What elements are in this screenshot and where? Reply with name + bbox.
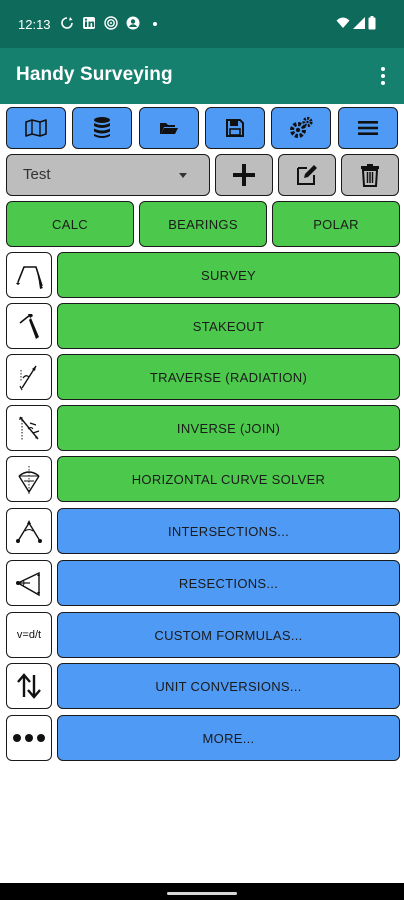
curve-icon bbox=[18, 466, 40, 494]
chevron-down-icon bbox=[179, 173, 187, 178]
survey-icon bbox=[16, 266, 43, 289]
delete-icon bbox=[361, 164, 379, 187]
project-select-value: Test bbox=[23, 166, 51, 183]
inverse-icon bbox=[19, 416, 40, 441]
more-button[interactable]: MORE... bbox=[57, 715, 400, 761]
linkedin-icon bbox=[83, 17, 95, 29]
app-title: Handy Surveying bbox=[16, 64, 173, 85]
custom-formulas-button[interactable]: CUSTOM FORMULAS... bbox=[57, 612, 400, 658]
survey-button[interactable]: SURVEY bbox=[57, 252, 400, 298]
traverse-icon-box[interactable] bbox=[6, 354, 52, 400]
bearings-button[interactable]: BEARINGS bbox=[139, 201, 267, 247]
project-select[interactable]: Test bbox=[6, 154, 210, 196]
delete-project-button[interactable] bbox=[341, 154, 399, 196]
survey-icon-box[interactable] bbox=[6, 252, 52, 298]
database-icon bbox=[94, 117, 110, 138]
traverse-button[interactable]: TRAVERSE (RADIATION) bbox=[57, 354, 400, 400]
up-down-arrows-icon bbox=[17, 673, 41, 699]
account-icon bbox=[126, 16, 140, 30]
app-bar: Handy Surveying bbox=[0, 48, 404, 104]
intersection-icon-box[interactable] bbox=[6, 508, 52, 554]
resections-button[interactable]: RESECTIONS... bbox=[57, 560, 400, 606]
stakeout-icon bbox=[19, 314, 39, 339]
intersection-icon bbox=[16, 520, 42, 543]
sync-icon bbox=[61, 17, 73, 29]
save-icon bbox=[226, 119, 244, 137]
edit-project-button[interactable] bbox=[278, 154, 336, 196]
battery-icon bbox=[368, 16, 376, 30]
inverse-button[interactable]: INVERSE (JOIN) bbox=[57, 405, 400, 451]
more-icon-box[interactable] bbox=[6, 715, 52, 761]
resection-icon-box[interactable] bbox=[6, 560, 52, 606]
stakeout-button[interactable]: STAKEOUT bbox=[57, 303, 400, 349]
map-icon bbox=[25, 119, 47, 137]
system-nav-bar bbox=[0, 883, 404, 900]
notification-dot bbox=[153, 22, 157, 26]
save-button[interactable] bbox=[205, 107, 265, 149]
database-button[interactable] bbox=[72, 107, 132, 149]
formula-icon: v=d/t bbox=[16, 629, 42, 641]
intersections-button[interactable]: INTERSECTIONS... bbox=[57, 508, 400, 554]
signal-icon bbox=[353, 17, 365, 29]
main-menu-button[interactable] bbox=[338, 107, 398, 149]
curve-icon-box[interactable] bbox=[6, 456, 52, 502]
map-button[interactable] bbox=[6, 107, 66, 149]
settings-icon bbox=[290, 116, 313, 138]
curve-solver-button[interactable]: HORIZONTAL CURVE SOLVER bbox=[57, 456, 400, 502]
wifi-icon bbox=[336, 17, 350, 28]
home-gesture-handle[interactable] bbox=[167, 892, 237, 895]
more-dots-icon bbox=[13, 734, 45, 742]
add-project-button[interactable] bbox=[215, 154, 273, 196]
inverse-icon-box[interactable] bbox=[6, 405, 52, 451]
open-button[interactable] bbox=[139, 107, 199, 149]
status-time: 12:13 bbox=[18, 17, 51, 32]
formula-icon-box[interactable]: v=d/t bbox=[6, 612, 52, 658]
settings-button[interactable] bbox=[271, 107, 331, 149]
stakeout-icon-box[interactable] bbox=[6, 303, 52, 349]
edit-icon bbox=[297, 165, 317, 185]
status-bar: 12:13 bbox=[0, 0, 404, 48]
polar-button[interactable]: POLAR bbox=[272, 201, 400, 247]
folder-open-icon bbox=[160, 123, 178, 134]
traverse-icon bbox=[19, 365, 37, 391]
unit-conversion-icon-box[interactable] bbox=[6, 663, 52, 709]
target-icon bbox=[104, 16, 118, 30]
hamburger-menu-icon bbox=[358, 121, 378, 135]
resection-icon bbox=[16, 571, 40, 597]
add-icon bbox=[233, 164, 255, 186]
calc-button[interactable]: CALC bbox=[6, 201, 134, 247]
unit-conversions-button[interactable]: UNIT CONVERSIONS... bbox=[57, 663, 400, 709]
overflow-menu-icon[interactable] bbox=[376, 64, 390, 88]
